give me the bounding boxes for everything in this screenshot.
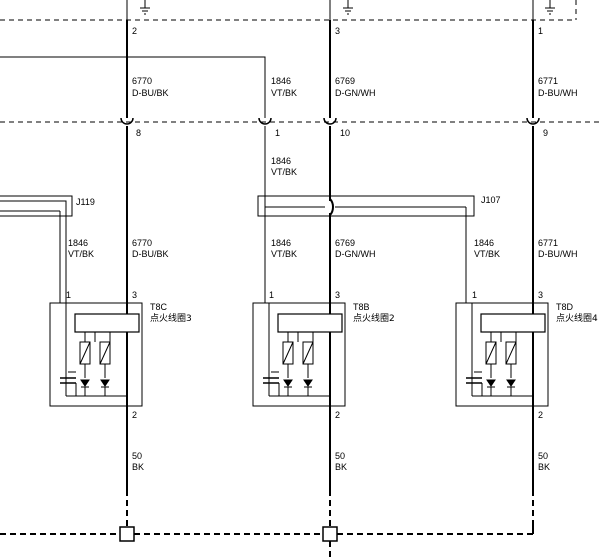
top-pin-label: 3 [335, 26, 340, 36]
coil-modules [49, 302, 549, 407]
svg-text:VT/BK: VT/BK [271, 88, 297, 98]
svg-text:1846: 1846 [271, 238, 291, 248]
coil-pin-label: 3 [132, 290, 137, 300]
svg-text:VT/BK: VT/BK [68, 249, 94, 259]
coil-pin-label: 1 [472, 290, 477, 300]
ground-splice [119, 526, 135, 542]
coil-label: T8C 点火线圈3 [150, 302, 192, 324]
wiring [0, 20, 600, 557]
svg-text:50: 50 [335, 451, 345, 461]
mid-pin-label: 1 [275, 128, 280, 138]
mid-pin-label: 9 [543, 128, 548, 138]
svg-text:BK: BK [132, 462, 144, 472]
wire-label: 6769 D-GN/WH [335, 76, 376, 98]
svg-text:T8D: T8D [556, 302, 574, 312]
coil-label: T8D 点火线圈4 [556, 302, 598, 324]
wire-label: 50 BK [335, 451, 347, 472]
svg-text:6770: 6770 [132, 238, 152, 248]
svg-text:VT/BK: VT/BK [271, 167, 297, 177]
coil-transformer [480, 313, 546, 333]
svg-text:点火线圈4: 点火线圈4 [556, 312, 598, 324]
coil-pin-label: 2 [335, 410, 340, 420]
svg-text:点火线圈2: 点火线圈2 [353, 312, 395, 324]
mid-pin-label: 10 [340, 128, 350, 138]
wire-label: 1846 VT/BK [68, 238, 94, 259]
splice-label: J107 [481, 195, 501, 205]
svg-text:T8C: T8C [150, 302, 168, 312]
coil-pin-label: 1 [66, 290, 71, 300]
coil-label: T8B 点火线圈2 [353, 302, 395, 324]
ignition-coil-module [49, 302, 143, 407]
coil-housing [455, 302, 549, 407]
splice-label: J119 [76, 197, 95, 207]
svg-text:D-GN/WH: D-GN/WH [335, 88, 376, 98]
top-pin-label: 1 [538, 26, 543, 36]
wire-label: 6771 D-BU/WH [538, 238, 578, 259]
svg-text:D-BU/BK: D-BU/BK [132, 88, 169, 98]
wire-label: 1846 VT/BK [474, 238, 500, 259]
ground-splice [322, 526, 338, 542]
wire-label: 1846 VT/BK [271, 156, 297, 177]
svg-text:VT/BK: VT/BK [271, 249, 297, 259]
wire-label: 6770 D-BU/BK [132, 76, 169, 98]
mid-pin-label: 8 [136, 128, 141, 138]
coil-pin-label: 2 [132, 410, 137, 420]
svg-text:1846: 1846 [271, 156, 291, 166]
svg-text:6770: 6770 [132, 76, 152, 86]
svg-text:点火线圈3: 点火线圈3 [150, 312, 192, 324]
coil-transformer [277, 313, 343, 333]
svg-text:1846: 1846 [271, 76, 291, 86]
ignition-coil-module [252, 302, 346, 407]
svg-text:BK: BK [335, 462, 347, 472]
coil-pin-label: 3 [538, 290, 543, 300]
svg-text:1846: 1846 [68, 238, 88, 248]
coil-pin-label: 2 [538, 410, 543, 420]
coil-housing [49, 302, 143, 407]
svg-text:D-BU/WH: D-BU/WH [538, 88, 578, 98]
ground-symbol [343, 0, 353, 15]
svg-text:1846: 1846 [474, 238, 494, 248]
wire-label: 50 BK [132, 451, 144, 472]
wire-label: 6769 D-GN/WH [335, 238, 376, 259]
ground-symbol [140, 0, 150, 15]
coil-transformer [74, 313, 140, 333]
svg-text:T8B: T8B [353, 302, 370, 312]
wire-label: 6770 D-BU/BK [132, 238, 169, 259]
top-pin-label: 2 [132, 26, 137, 36]
svg-text:D-BU/BK: D-BU/BK [132, 249, 169, 259]
coil-pin-label: 3 [335, 290, 340, 300]
ignition-coil-module [455, 302, 549, 407]
svg-text:50: 50 [132, 451, 142, 461]
top-connector-area [0, 0, 577, 21]
svg-text:6769: 6769 [335, 76, 355, 86]
coil-pin-label: 1 [269, 290, 274, 300]
svg-text:D-GN/WH: D-GN/WH [335, 249, 376, 259]
wire-label: 1846 VT/BK [271, 76, 297, 98]
svg-text:6771: 6771 [538, 238, 558, 248]
coil-housing [252, 302, 346, 407]
wire-label: 1846 VT/BK [271, 238, 297, 259]
svg-text:D-BU/WH: D-BU/WH [538, 249, 578, 259]
wire-label: 50 BK [538, 451, 550, 472]
wire-label: 6771 D-BU/WH [538, 76, 578, 98]
svg-text:VT/BK: VT/BK [474, 249, 500, 259]
ground-symbol [545, 0, 555, 15]
svg-text:6769: 6769 [335, 238, 355, 248]
svg-text:50: 50 [538, 451, 548, 461]
svg-text:6771: 6771 [538, 76, 558, 86]
svg-text:BK: BK [538, 462, 550, 472]
